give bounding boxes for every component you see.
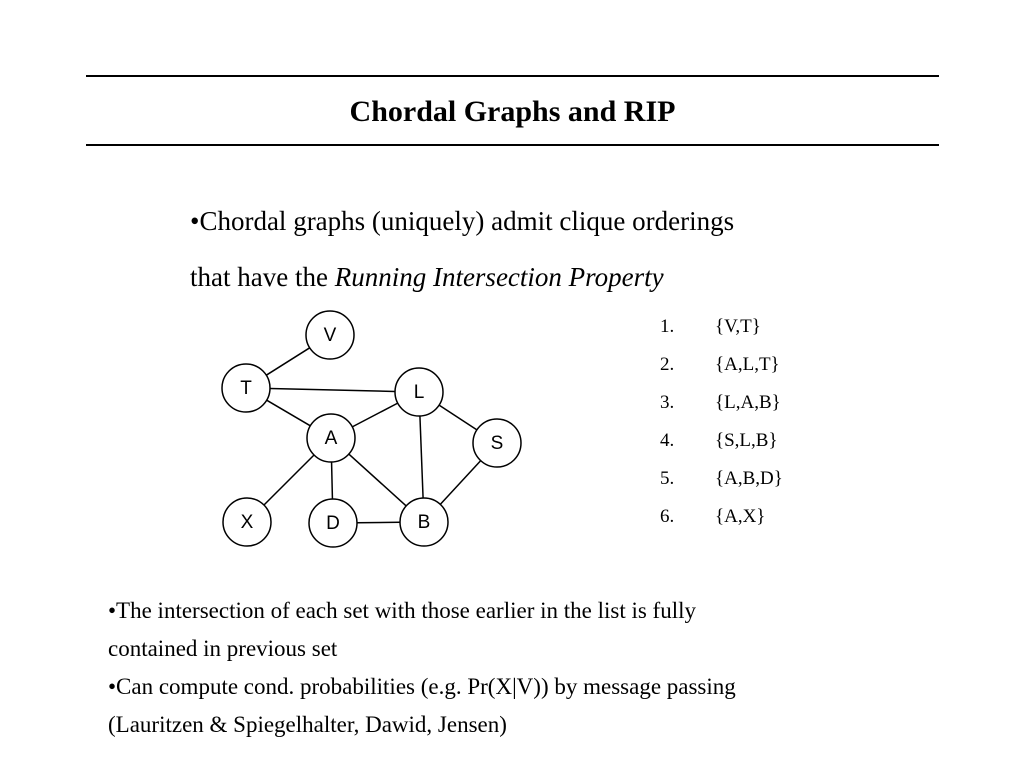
top-rule xyxy=(86,75,939,77)
clique-number: 5. xyxy=(660,468,675,489)
clique-number: 1. xyxy=(660,316,675,337)
clique-set: {A,L,T} xyxy=(715,354,780,375)
clique-set: {V,T} xyxy=(715,316,761,337)
edge-t-a xyxy=(266,399,311,427)
chordal-graph-diagram: V T L A S X D B xyxy=(200,300,540,560)
bullet-chordal-graphs: •Chordal graphs (uniquely) admit clique … xyxy=(190,193,910,305)
node-circle xyxy=(399,497,449,547)
graph-svg: V T L A S X D B xyxy=(221,310,522,548)
node-circle xyxy=(472,418,522,468)
node-label: S xyxy=(491,433,504,454)
node-a: A xyxy=(306,413,356,463)
bullet-line-1: •Chordal graphs (uniquely) admit clique … xyxy=(190,206,735,236)
edge-s-b xyxy=(439,460,482,505)
bullet-intersection-line-2: contained in previous set xyxy=(108,636,338,661)
clique-item: 3. {L,A,B} xyxy=(660,389,783,427)
clique-item: 1. {V,T} xyxy=(660,313,783,351)
node-label: A xyxy=(325,428,338,449)
bullet-intersection-line-1: •The intersection of each set with those… xyxy=(108,598,696,623)
bullet-message-passing-line-2: (Lauritzen & Spiegelhalter, Dawid, Jense… xyxy=(108,712,507,737)
node-circle xyxy=(394,367,444,417)
edge-a-b xyxy=(348,453,407,507)
node-label: V xyxy=(324,325,337,346)
clique-set: {S,L,B} xyxy=(715,430,778,451)
slide-title: Chordal Graphs and RIP xyxy=(349,95,676,128)
clique-ordering-list: 1. {V,T} 2. {A,L,T} 3. {L,A,B} 4. {S,L,B} 5. {A,B… xyxy=(660,313,783,541)
bottom-rule xyxy=(86,144,939,146)
node-circle xyxy=(222,497,272,547)
node-circle xyxy=(308,498,358,548)
clique-set: {L,A,B} xyxy=(715,392,781,413)
clique-number: 2. xyxy=(660,354,675,375)
bullet-line-2-prefix: that have the xyxy=(190,262,335,292)
clique-item: 4. {S,L,B} xyxy=(660,427,783,465)
node-label: T xyxy=(240,378,252,399)
node-x: X xyxy=(222,497,272,547)
clique-number: 4. xyxy=(660,430,675,451)
clique-item: 2. {A,L,T} xyxy=(660,351,783,389)
node-l: L xyxy=(394,367,444,417)
node-s: S xyxy=(472,418,522,468)
clique-set: {A,X} xyxy=(715,506,766,527)
node-label: B xyxy=(418,512,431,533)
node-label: D xyxy=(326,513,340,534)
clique-number: 3. xyxy=(660,392,675,413)
node-circle xyxy=(221,363,271,413)
node-b: B xyxy=(399,497,449,547)
bullet-message-passing-line-1: •Can compute cond. probabilities (e.g. P… xyxy=(108,674,736,699)
edge-a-x xyxy=(263,454,315,506)
clique-number: 6. xyxy=(660,506,675,527)
node-label: L xyxy=(414,382,425,403)
node-circle xyxy=(305,310,355,360)
edge-a-d xyxy=(330,461,334,500)
edge-l-b xyxy=(419,415,424,499)
node-circle xyxy=(306,413,356,463)
edge-l-s xyxy=(438,404,478,431)
clique-set: {A,B,D} xyxy=(715,468,783,489)
bullet-line-2: that have the Running Intersection Prope… xyxy=(190,249,910,305)
node-d: D xyxy=(308,498,358,548)
clique-item: 6. {A,X} xyxy=(660,503,783,541)
node-t: T xyxy=(221,363,271,413)
clique-item: 5. {A,B,D} xyxy=(660,465,783,503)
edge-t-l xyxy=(269,387,396,393)
node-label: X xyxy=(241,512,254,533)
bottom-bullets: •The intersection of each set with those… xyxy=(108,592,928,744)
node-v: V xyxy=(305,310,355,360)
edge-v-t xyxy=(265,347,311,376)
rip-term: Running Intersection Property xyxy=(334,262,664,292)
edge-a-l xyxy=(351,402,399,428)
